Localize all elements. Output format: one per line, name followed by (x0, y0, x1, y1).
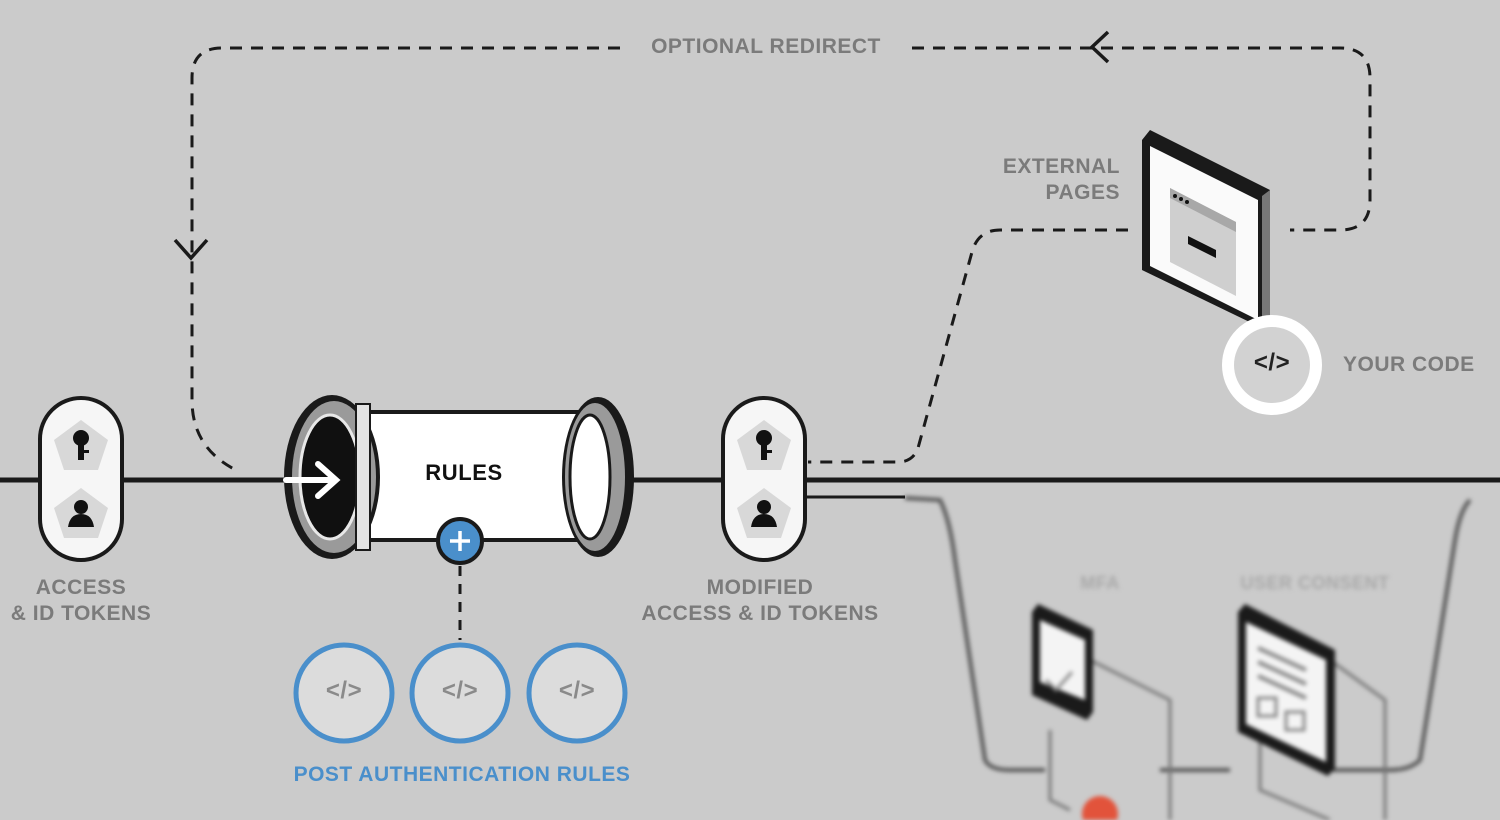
modified-tokens-label-line2: ACCESS & ID TOKENS (641, 602, 879, 625)
modified-tokens-capsule (721, 396, 807, 562)
optional-redirect-path (190, 46, 1372, 474)
rules-label: RULES (425, 460, 503, 485)
arrow-right-icon (283, 461, 341, 499)
chevron-down-icon (173, 238, 209, 261)
post-auth-rule-2[interactable] (409, 642, 511, 744)
your-code-badge[interactable] (1222, 315, 1322, 415)
code-icon: </> (558, 677, 596, 704)
chevron-left-icon (1089, 30, 1110, 64)
key-icon (756, 430, 772, 460)
access-tokens-label-line1: ACCESS (35, 576, 127, 599)
rules-pipe (283, 395, 634, 565)
key-icon (73, 430, 89, 460)
phone-icon (1032, 604, 1093, 720)
access-tokens-label-line2: & ID TOKENS (10, 602, 152, 625)
add-rule-button[interactable] (436, 517, 484, 565)
user-icon (68, 500, 94, 527)
your-code-label: YOUR CODE (1343, 353, 1475, 376)
modified-tokens-label-line1: MODIFIED (706, 576, 814, 599)
user-icon (751, 500, 777, 527)
external-pages-label-line1: EXTERNAL (1002, 155, 1120, 178)
post-auth-rules-label: POST AUTHENTICATION RULES (293, 763, 631, 786)
post-auth-rule-3[interactable] (526, 642, 628, 744)
mfa-label: MFA (1080, 573, 1120, 593)
external-page-icon (1142, 130, 1270, 328)
code-icon: </> (325, 677, 363, 704)
alert-indicator (1082, 796, 1118, 820)
access-tokens-capsule (38, 396, 124, 562)
external-pages-label-line2: PAGES (1045, 181, 1120, 204)
code-icon: </> (1253, 349, 1291, 376)
optional-redirect-label: OPTIONAL REDIRECT (620, 34, 912, 60)
code-icon: </> (441, 677, 479, 704)
post-auth-rule-1[interactable] (293, 642, 395, 744)
user-consent-label: USER CONSENT (1240, 573, 1390, 593)
consent-document-icon (1238, 604, 1335, 776)
